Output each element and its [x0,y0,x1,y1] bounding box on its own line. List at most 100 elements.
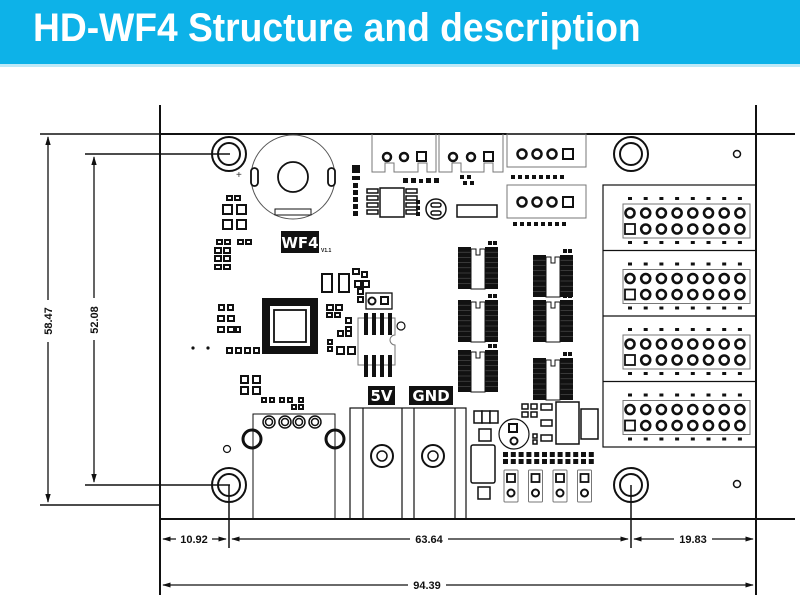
hub-pin [639,272,652,285]
button-switch [498,418,530,450]
jumper-2pin [365,292,393,310]
power-label-gnd: GND [409,386,453,405]
header-banner: HD-WF4 Structure and description [0,0,800,64]
hub-pin [655,223,668,235]
dots-left [191,346,210,350]
power-label-gnd-text: GND [412,387,449,405]
hub-connectors [602,184,757,448]
mounting-hole-top-right [613,136,649,172]
hub-pin [686,338,699,350]
dimension-label-right-offset: 19.83 [679,534,707,546]
hub-pin [639,288,652,301]
crystal-oscillator [425,198,447,220]
hub-pin [655,207,668,219]
hub-connector [603,249,756,310]
power-label-5v: 5V [368,386,395,405]
driver-ic [533,249,573,298]
hub-pin [624,403,636,416]
hub-pin [655,419,668,432]
hub-pin [718,403,731,416]
hub-pin [718,272,731,285]
svg-text:+: + [236,170,242,181]
driver-ic [458,294,498,343]
hub-pin [718,354,731,366]
dimension-label-overall-height: 58.47 [43,307,55,335]
small-hole-top-right [732,149,742,159]
hub-pin [718,223,731,235]
hub-pin [655,272,668,285]
hub-pin [624,207,636,219]
power-label-5v-text: 5V [370,387,392,405]
output-header [552,469,568,503]
hub-pin [702,288,715,301]
hub-connector [603,380,756,441]
rectangular-component [456,204,498,218]
hub-pin [639,223,652,235]
hub-pin [718,207,731,219]
hub-pin [718,419,731,432]
inductor-fuse [470,410,499,500]
smd-pads-left [214,195,252,270]
network-connector [241,413,346,519]
hub-pin [702,419,715,432]
output-header [528,469,543,503]
hub-pin [686,272,699,285]
hub-pin [718,338,731,350]
hub-pin [686,207,699,219]
hub-pin-1 [624,223,636,235]
hub-pin [624,338,636,350]
driver-ic [458,344,498,393]
smd-pad-array-top [352,165,474,216]
driver-ic [533,352,573,401]
hub-pin [671,272,683,285]
power-terminal-block [349,407,467,520]
dimension-label-hole-spacing-vertical: 52.08 [89,306,101,334]
output-header [577,469,592,503]
model-label-text: WF4 [281,234,318,252]
driver-ic [533,294,573,343]
smd-pads-lower-right [521,401,599,445]
hub-pin [671,207,683,219]
driver-ics [458,241,573,401]
hub-pin [734,207,746,219]
mounting-hole-top-left [211,136,247,172]
hub-pin [734,223,746,235]
hub-pin [639,207,652,219]
hub-pin [671,288,683,301]
smd-pads-left-lower [217,304,304,410]
hub-pin [686,403,699,416]
hub-pin [671,403,683,416]
output-header [503,469,519,503]
mounting-hole-bottom-right [613,467,649,503]
driver-ic [458,241,498,290]
hub-pin [734,403,746,416]
hub-pin [671,223,683,235]
connector-3pin-2 [438,134,504,173]
dimension-hole-spacing-horizontal: 63.64 [231,531,629,546]
dimension-overall-height: 58.47 [40,133,160,506]
hub-pin [686,354,699,366]
connector-4pin-1 [506,133,587,168]
hub-pin [639,419,652,432]
hub-pin [624,272,636,285]
dimension-label-left-offset: 10.92 [180,534,208,546]
hub-pin [702,403,715,416]
dimension-overall-width: 94.39 [162,577,754,592]
main-processor-chip [262,298,318,354]
soic-8-chip [366,187,418,218]
smd-pad-row-lower [503,452,594,464]
hub-pin-1 [624,419,636,432]
hub-pin [655,354,668,366]
hub-pin [702,272,715,285]
small-hole-left [222,444,232,454]
hub-pin-1 [624,354,636,366]
connector-3pin-1 [371,134,437,173]
hub-connector [622,197,751,244]
header-divider [0,64,800,67]
version-label-text: V1.1 [321,248,332,254]
hub-pin [639,403,652,416]
hub-pin [734,272,746,285]
dimension-left-offset: 10.92 [162,485,230,548]
soic-8-chip-center [357,313,406,377]
